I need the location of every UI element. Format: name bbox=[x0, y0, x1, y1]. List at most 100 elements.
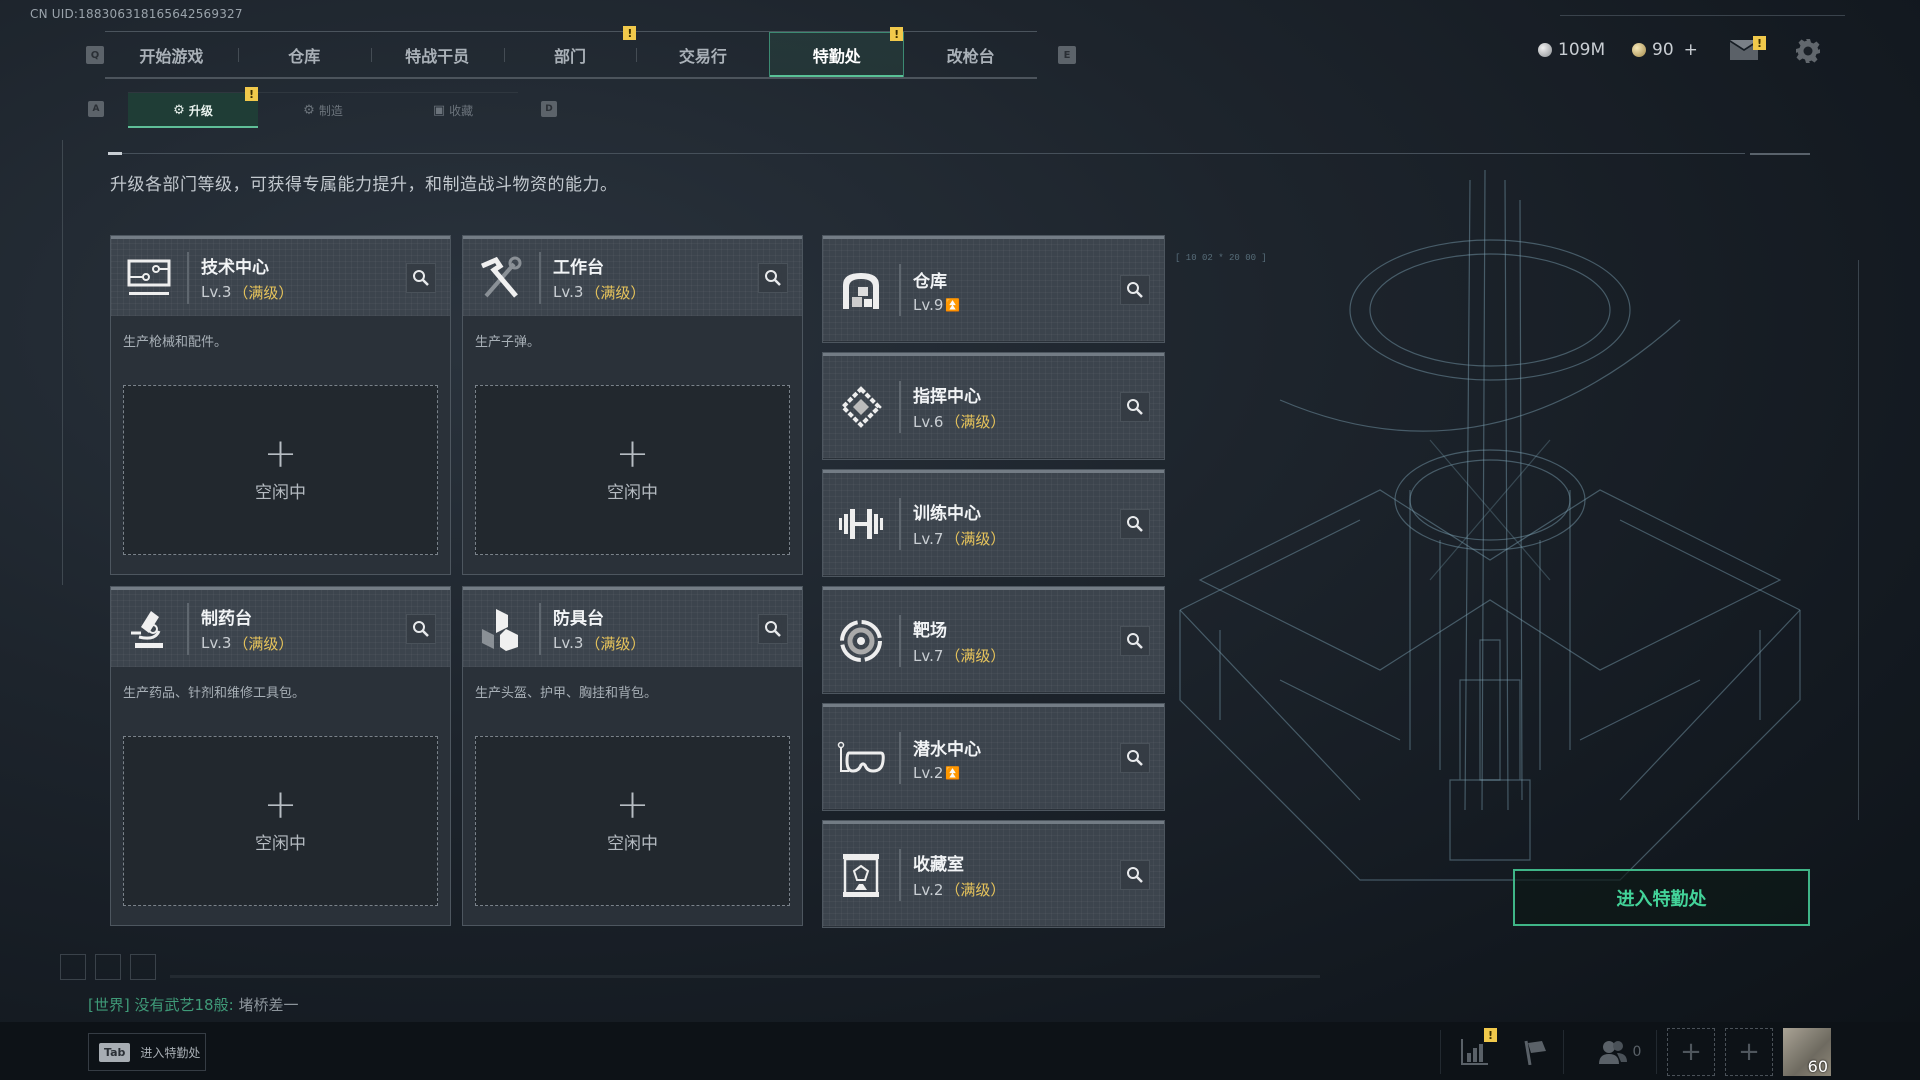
quick-slot[interactable] bbox=[60, 954, 86, 980]
tab-trading[interactable]: 交易行 bbox=[636, 32, 769, 77]
production-slot[interactable]: + 空闲中 bbox=[475, 385, 790, 555]
production-slot[interactable]: + 空闲中 bbox=[123, 385, 438, 555]
upgrade-gear-icon: ⚙ bbox=[173, 103, 185, 118]
header-separator bbox=[539, 602, 541, 655]
subnav-next-key-d[interactable]: D bbox=[541, 101, 557, 117]
nav-next-key-e[interactable]: E bbox=[1058, 46, 1076, 64]
page-description: 升级各部门等级，可获得专属能力提升，和制造战斗物资的能力。 bbox=[110, 175, 618, 195]
card-header: 训练中心 Lv.7（满级） bbox=[823, 470, 1164, 575]
maxed-label: （满级） bbox=[945, 413, 1006, 431]
mail-button[interactable]: ! bbox=[1730, 36, 1766, 62]
friends-button[interactable]: 0 bbox=[1590, 1030, 1650, 1074]
tab-shortcut-hint[interactable]: Tab 进入特勤处 bbox=[88, 1033, 206, 1071]
card-description: 生产子弹。 bbox=[475, 335, 541, 350]
team-slot-add[interactable]: + bbox=[1725, 1028, 1773, 1076]
production-slot[interactable]: + 空闲中 bbox=[475, 736, 790, 906]
chat-scroll-track[interactable] bbox=[170, 975, 1320, 978]
facility-card-command-center[interactable]: 指挥中心 Lv.6（满级） bbox=[822, 352, 1165, 460]
sub-nav: ⚙ 升级 ! ⚙ 制造 ▣ 收藏 bbox=[128, 87, 518, 128]
divider-accent bbox=[108, 152, 122, 155]
facility-name: 防具台 bbox=[553, 608, 604, 629]
subtab-craft[interactable]: ⚙ 制造 bbox=[258, 93, 388, 128]
collection-icon: ▣ bbox=[432, 103, 446, 118]
facility-name: 制药台 bbox=[201, 608, 252, 629]
player-avatar[interactable]: 60 bbox=[1783, 1028, 1831, 1076]
level-value: Lv.3 bbox=[201, 634, 232, 652]
inspect-button[interactable] bbox=[406, 262, 436, 293]
top-right-deco-line bbox=[1560, 15, 1845, 16]
tab-gunsmith[interactable]: 改枪台 bbox=[904, 32, 1037, 77]
inspect-button[interactable] bbox=[1120, 392, 1150, 422]
header-separator bbox=[187, 251, 189, 304]
facility-card-training-center[interactable]: 训练中心 Lv.7（满级） bbox=[822, 469, 1165, 577]
inspect-button[interactable] bbox=[1120, 275, 1150, 305]
plus-icon: + bbox=[1680, 1037, 1702, 1067]
card-header: 收藏室 Lv.2（满级） bbox=[823, 821, 1164, 926]
friends-icon bbox=[1598, 1041, 1627, 1064]
search-icon bbox=[1127, 867, 1143, 883]
header-separator bbox=[899, 849, 901, 901]
facility-level: Lv.2（满级） bbox=[913, 879, 1005, 900]
armor-blocks-icon bbox=[463, 590, 539, 667]
inspect-button[interactable] bbox=[406, 613, 436, 644]
facility-name: 技术中心 bbox=[201, 257, 269, 278]
facility-card-collection-room[interactable]: 收藏室 Lv.2（满级） bbox=[822, 820, 1165, 928]
production-slot[interactable]: + 空闲中 bbox=[123, 736, 438, 906]
inspect-button[interactable] bbox=[1120, 860, 1150, 890]
alert-badge: ! bbox=[245, 87, 258, 101]
level-value: Lv.9 bbox=[913, 295, 944, 314]
tab-start-game[interactable]: 开始游戏 bbox=[105, 32, 238, 77]
inspect-button[interactable] bbox=[758, 262, 788, 293]
inspect-button[interactable] bbox=[1120, 509, 1150, 539]
facility-level: Lv.7（满级） bbox=[913, 528, 1005, 549]
quick-slot[interactable] bbox=[130, 954, 156, 980]
inspect-button[interactable] bbox=[758, 613, 788, 644]
card-description: 生产头盔、护甲、胸挂和背包。 bbox=[475, 686, 658, 701]
facility-card-diving-center[interactable]: 潜水中心 Lv.2⏫ bbox=[822, 703, 1165, 811]
facility-card-shooting-range[interactable]: 靶场 Lv.7（满级） bbox=[822, 586, 1165, 694]
card-header: 技术中心 Lv.3（满级） bbox=[111, 236, 450, 316]
tab-label: 改枪台 bbox=[946, 46, 995, 66]
enter-special-ops-button[interactable]: 进入特勤处 bbox=[1513, 869, 1810, 926]
nav-prev-key-q[interactable]: Q bbox=[86, 46, 104, 64]
team-slot-add[interactable]: + bbox=[1667, 1028, 1715, 1076]
inspect-button[interactable] bbox=[1120, 743, 1150, 773]
facility-level: Lv.9⏫ bbox=[913, 296, 960, 314]
plus-icon: + bbox=[263, 781, 298, 828]
card-header: 工作台 Lv.3（满级） bbox=[463, 236, 802, 316]
bottom-divider bbox=[1563, 1030, 1564, 1074]
settings-button[interactable] bbox=[1796, 39, 1820, 63]
search-icon bbox=[1127, 282, 1143, 298]
tab-operators[interactable]: 特战干员 bbox=[370, 32, 504, 77]
header-separator bbox=[899, 264, 901, 316]
search-icon bbox=[1127, 750, 1143, 766]
tab-key-badge: Tab bbox=[99, 1042, 131, 1062]
maxed-label: （满级） bbox=[585, 283, 646, 302]
subtab-upgrade[interactable]: ⚙ 升级 ! bbox=[128, 87, 258, 128]
blueprint-coord-label: [ 10 02 * 20 00 ] bbox=[1175, 253, 1267, 263]
tab-label: 部门 bbox=[554, 46, 587, 66]
facility-card-warehouse[interactable]: 仓库 Lv.9⏫ bbox=[822, 235, 1165, 343]
add-gold-button[interactable]: + bbox=[1683, 40, 1698, 60]
flag-button[interactable] bbox=[1515, 1030, 1555, 1074]
tab-warehouse[interactable]: 仓库 bbox=[237, 32, 371, 77]
stats-button[interactable]: ! bbox=[1455, 1028, 1497, 1074]
target-icon bbox=[823, 590, 899, 692]
tab-label: 仓库 bbox=[288, 46, 321, 66]
world-chat-line[interactable]: [世界] 没有武艺18般: 堵桥差一 bbox=[88, 994, 298, 1015]
card-header: 潜水中心 Lv.2⏫ bbox=[823, 704, 1164, 809]
gold-coin-icon bbox=[1632, 43, 1646, 57]
facility-blueprint-illustration: [ 10 02 * 20 00 ] bbox=[1175, 169, 1859, 881]
subtab-label: 升级 bbox=[188, 104, 213, 118]
quick-slot[interactable] bbox=[95, 954, 121, 980]
maxed-label: （满级） bbox=[233, 283, 294, 302]
subnav-prev-key-a[interactable]: A bbox=[88, 101, 104, 117]
maxed-label: （满级） bbox=[945, 647, 1006, 665]
tab-department[interactable]: 部门 ! bbox=[503, 26, 637, 77]
search-icon bbox=[413, 620, 429, 637]
level-value: Lv.3 bbox=[553, 634, 584, 652]
maxed-label: （满级） bbox=[585, 634, 646, 653]
tab-special-ops[interactable]: 特勤处 ! bbox=[769, 27, 905, 79]
inspect-button[interactable] bbox=[1120, 626, 1150, 656]
subtab-collection[interactable]: ▣ 收藏 bbox=[388, 93, 518, 128]
